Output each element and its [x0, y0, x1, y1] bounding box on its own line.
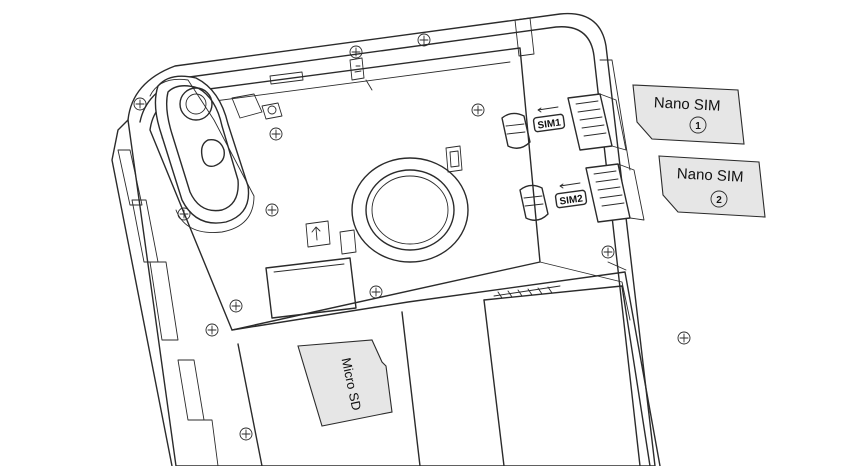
screw-icon [239, 427, 253, 441]
arrow-up-icon [305, 220, 331, 248]
micro-sd-card [297, 339, 393, 427]
screw-icon [265, 203, 279, 217]
sim-2-number-circle [710, 190, 728, 208]
screw-icon [471, 103, 485, 117]
flash-icon [261, 102, 283, 120]
screw-icon [601, 245, 615, 259]
screw-icon [269, 127, 283, 141]
screw-icon [229, 299, 243, 313]
camera-module [149, 75, 283, 233]
fingerprint-sensor [351, 157, 469, 263]
screw-icon [677, 331, 691, 345]
antenna-contact-icon [349, 57, 365, 81]
sim1-slot-label: SIM1 [537, 117, 562, 131]
screw-icon [177, 207, 191, 221]
nano-sim-1-number: 1 [695, 121, 701, 132]
battery-compartment [231, 271, 661, 467]
nano-sim-2-label: Nano SIM [676, 165, 744, 185]
nano-sim-2-number: 2 [716, 195, 722, 206]
nano-sim-card-1 [632, 84, 745, 145]
screw-icon [133, 97, 147, 111]
screw-icon [369, 285, 383, 299]
contacts [305, 57, 463, 255]
screw-icon [205, 323, 219, 337]
screws [133, 33, 691, 441]
nano-sim-card-2 [658, 155, 766, 218]
nano-sim-1-label: Nano SIM [653, 94, 721, 114]
sim-slots [501, 93, 645, 223]
sim2-slot-label: SIM2 [559, 193, 584, 207]
screw-icon [349, 45, 363, 59]
sim-1-number-circle [689, 116, 707, 134]
screw-icon [417, 33, 431, 47]
sd-slot-area [265, 257, 357, 319]
